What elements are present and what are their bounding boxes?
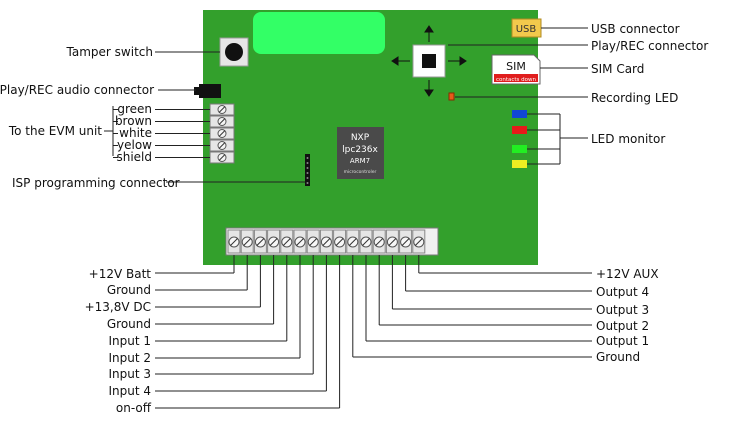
evm-screw-slot (218, 154, 226, 161)
bottom-screw-slot (230, 238, 238, 246)
label-playrec-audio: Play/REC audio connector (0, 83, 154, 97)
evm-screw-slot (218, 130, 226, 137)
bottom-left-label: Ground (107, 317, 151, 331)
label-recording-led: Recording LED (591, 91, 678, 105)
bottom-screw-slot (243, 238, 252, 246)
bottom-left-label: on-off (116, 401, 152, 415)
bottom-right-label: Output 3 (596, 303, 649, 317)
label-isp: ISP programming connector (12, 176, 180, 190)
bottom-screw-slot (256, 238, 265, 246)
tamper-switch-button (225, 43, 243, 61)
bottom-right-label: Output 2 (596, 319, 649, 333)
bottom-screw-slot (269, 238, 278, 246)
label-tamper-switch: Tamper switch (66, 45, 153, 59)
bottom-right-label: Output 1 (596, 334, 649, 348)
usb-badge-text: USB (516, 24, 537, 35)
mcu-line4: microcontroler (344, 169, 377, 175)
wire-label-yelow: yelow (117, 138, 152, 152)
bottom-screw-slot (348, 238, 357, 246)
bottom-screw-slot (388, 238, 397, 246)
bottom-left-label: Ground (107, 283, 151, 297)
display-window (253, 12, 385, 54)
sim-contacts-strip (494, 74, 538, 82)
bottom-screw-slot (322, 238, 331, 246)
led-blue (512, 110, 527, 118)
label-sim-card: SIM Card (591, 62, 644, 76)
led-green (512, 145, 527, 153)
audio-jack (199, 84, 221, 98)
bottom-screw-slot (362, 238, 370, 246)
evm-screw-slot (218, 118, 226, 125)
bottom-screw-slot (414, 238, 423, 246)
mcu-chip (337, 127, 384, 179)
wire-label-white: white (119, 126, 152, 140)
bottom-left-label: Input 1 (108, 334, 151, 348)
bottom-screw-slot (375, 238, 384, 246)
label-usb: USB connector (591, 22, 680, 36)
wire-label-shield: shield (116, 150, 152, 164)
bottom-screw-slot (335, 238, 344, 246)
playrec-arrows (391, 25, 467, 97)
mcu-line1: NXP (351, 133, 370, 143)
label-playrec-connector: Play/REC connector (591, 39, 708, 53)
wire-label-green: green (117, 102, 152, 116)
led-yellow (512, 160, 527, 168)
bottom-left-label: Input 3 (108, 367, 151, 381)
bottom-left-label: Input 4 (108, 384, 151, 398)
sim-badge-text: SIM (506, 60, 526, 73)
bottom-left-label: +13,8V DC (85, 300, 151, 314)
evm-screw-slot (218, 106, 226, 113)
bottom-left-label: +12V Batt (89, 267, 152, 281)
bottom-screw-slot (296, 238, 304, 246)
bottom-terminal-screws (227, 229, 426, 254)
bottom-screw-slot (309, 238, 318, 246)
evm-screw-slot (218, 142, 226, 149)
bottom-right-label: Output 4 (596, 285, 649, 299)
wire-label-brown: brown (115, 114, 152, 128)
evm-terminal-block (209, 103, 235, 164)
bottom-right-label: Ground (596, 350, 640, 364)
label-evm-unit: To the EVM unit (8, 124, 102, 138)
evm-leader-lines (113, 109, 210, 158)
mcu-line2: lpc236x (342, 145, 378, 155)
led-red (512, 126, 527, 134)
bottom-right-label: +12V AUX (596, 267, 659, 281)
bottom-left-label: Input 2 (108, 351, 151, 365)
mcu-line3: ARM7 (350, 157, 370, 165)
leader-lines (104, 27, 588, 183)
audio-jack-plug (194, 87, 200, 95)
sim-sub-text: contacts down (496, 77, 537, 83)
bottom-screw-slot (401, 238, 410, 246)
recording-led (448, 92, 455, 101)
bottom-screw-slot (282, 238, 291, 246)
playrec-connector-core (422, 54, 436, 68)
isp-header (305, 154, 310, 186)
label-led-monitor: LED monitor (591, 132, 665, 146)
bottom-leader-lines (155, 255, 592, 409)
